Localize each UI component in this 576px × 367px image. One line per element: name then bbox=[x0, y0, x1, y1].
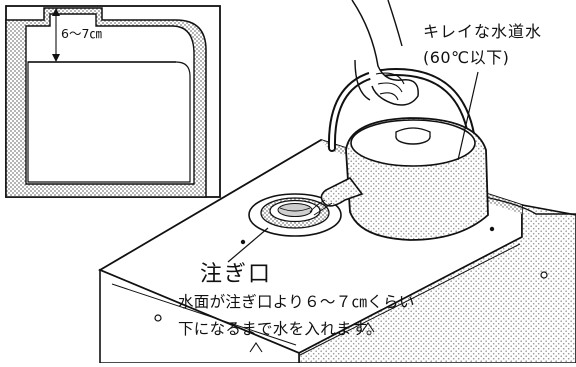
bolt-icon bbox=[540, 271, 548, 279]
filler-port bbox=[248, 193, 342, 237]
kettle-spout bbox=[320, 176, 364, 207]
gap-dimension-label: 6～7㎝ bbox=[61, 26, 102, 41]
spout-callout-leader bbox=[227, 227, 269, 263]
water-body bbox=[27, 61, 191, 183]
bolt-icon bbox=[154, 314, 162, 322]
hand-illustration bbox=[351, 0, 419, 106]
water-callout-line2: (60℃以下) bbox=[423, 48, 510, 67]
tank-cross-section-inset bbox=[5, 5, 221, 198]
spout-instruction-line2: 下になるまで水を入れます。 bbox=[178, 320, 382, 338]
water-callout-leader bbox=[457, 71, 479, 161]
water-callout-line1: キレイな水道水 bbox=[423, 22, 543, 41]
spout-instruction-line1: 水面が注ぎ口より６～７㎝くらい bbox=[178, 293, 415, 311]
kettle-illustration bbox=[309, 0, 489, 241]
arrow-head-bottom-icon bbox=[52, 54, 60, 62]
arrow-head-top-icon bbox=[52, 8, 60, 16]
spout-callout-title: 注ぎ口 bbox=[200, 262, 273, 287]
screw-icon bbox=[489, 226, 495, 232]
screw-icon bbox=[240, 239, 246, 245]
